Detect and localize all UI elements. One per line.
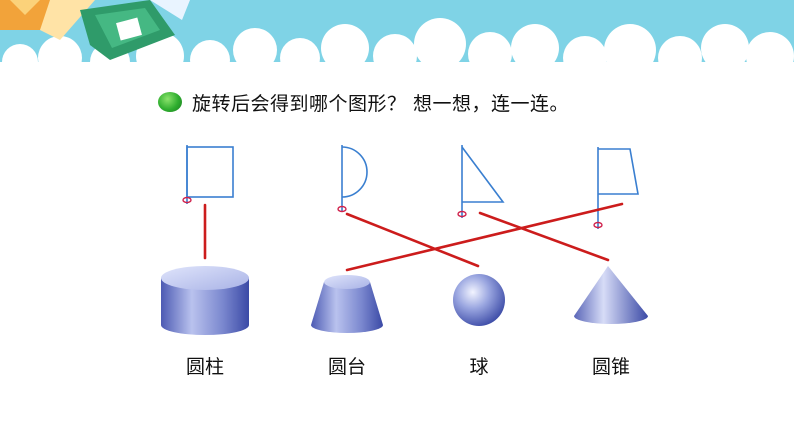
rectangle-shape (182, 145, 234, 204)
connection-trapezoid-frustum[interactable] (345, 202, 624, 272)
cone-solid[interactable] (574, 266, 648, 324)
label-sphere: 球 (469, 356, 489, 378)
green-dot-icon (158, 92, 182, 112)
header-banner (0, 0, 794, 70)
label-cone: 圆锥 (591, 356, 630, 378)
sphere-solid[interactable] (453, 274, 505, 326)
connection-semicircle-sphere[interactable] (345, 212, 480, 268)
right-triangle-shape (457, 145, 505, 218)
instruction: 旋转后会得到哪个图形？ 想一想，连一连。 (158, 88, 569, 116)
rotation-axis-icon (457, 210, 467, 218)
cylinder-solid[interactable] (161, 266, 249, 335)
rotation-axis-icon (182, 196, 192, 204)
rotation-axis-icon (593, 221, 603, 229)
books-decoration (0, 0, 190, 60)
label-frustum: 圆台 (327, 356, 366, 378)
label-cylinder: 圆柱 (185, 356, 224, 378)
rotation-axis-icon (337, 205, 347, 213)
cloud-decoration (0, 18, 794, 70)
frustum-solid[interactable] (311, 275, 383, 333)
instruction-text: 旋转后会得到哪个图形？ 想一想，连一连。 (192, 92, 570, 115)
right-trapezoid-shape (593, 147, 639, 229)
connection-triangle-cone[interactable] (478, 211, 610, 262)
semicircle-shape (337, 145, 368, 213)
